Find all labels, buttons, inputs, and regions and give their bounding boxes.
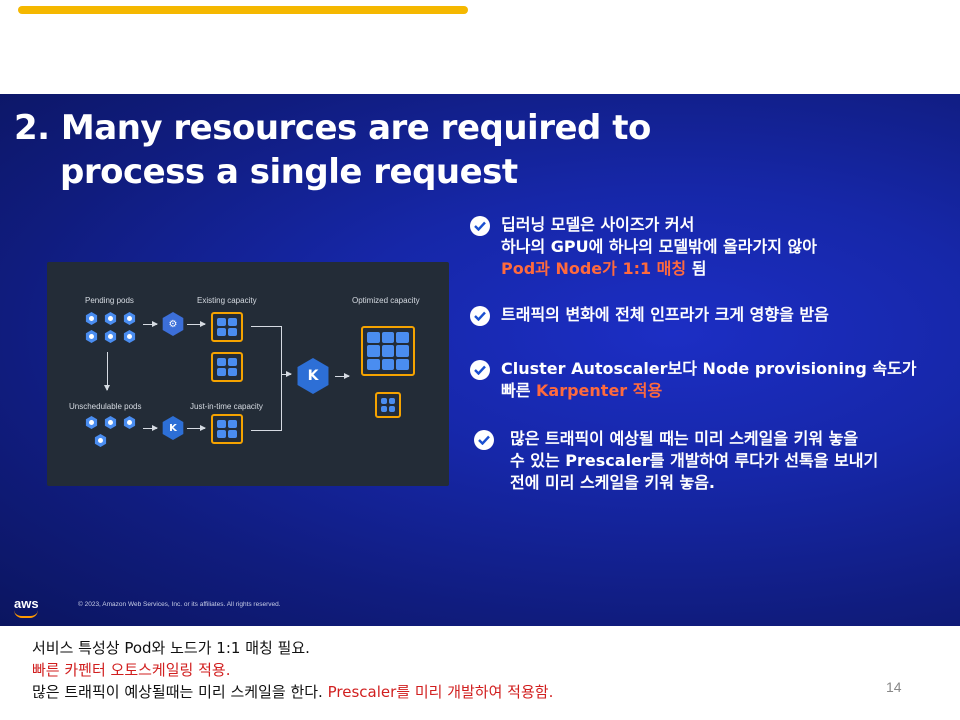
title-line-2: process a single request: [60, 152, 518, 192]
karpenter-small-icon: K: [162, 416, 184, 440]
connector-line: [281, 326, 282, 431]
scheduler-icon: ⚙: [162, 312, 184, 336]
pod-icon: [104, 312, 117, 325]
bullet-text: 전에 미리 스케일을 키워 놓음.: [510, 473, 715, 492]
note-line: 많은 트래픽이 예상될때는 미리 스케일을 한다. Prescaler를 미리 …: [32, 681, 553, 703]
speaker-notes: 서비스 특성상 Pod와 노드가 1:1 매칭 필요. 빠른 카펜터 오토스케일…: [32, 637, 553, 703]
note-text: 많은 트래픽이 예상될때는 미리 스케일을 한다.: [32, 683, 328, 701]
note-text-red: Prescaler를 미리 개발하여 적용함.: [327, 683, 554, 701]
karpenter-icon: K: [297, 358, 329, 394]
unschedulable-pods-label: Unschedulable pods: [69, 402, 142, 411]
check-circle-icon: [470, 216, 490, 236]
pod-icon: [85, 312, 98, 325]
bullet-text-pre: 빠른: [501, 381, 537, 400]
bullet-text: 하나의 GPU에 하나의 모델밖에 올라가지 않아: [501, 237, 817, 256]
existing-capacity-label: Existing capacity: [197, 296, 257, 305]
bullet-text: 수 있는 Prescaler를 개발하여 루다가 선톡을 보내기: [510, 451, 879, 470]
pod-icon: [85, 330, 98, 343]
copyright-text: © 2023, Amazon Web Services, Inc. or its…: [78, 601, 281, 608]
arrow-icon: [187, 321, 206, 327]
title-line-1: 2. Many resources are required to: [14, 108, 651, 148]
karpenter-diagram: Pending pods Existing capacity Optimized…: [47, 262, 449, 486]
bullet-text: 많은 트래픽이 예상될 때는 미리 스케일을 키워 놓을: [510, 429, 859, 448]
large-node-chip-icon: [361, 326, 415, 376]
page-number: 14: [886, 679, 902, 695]
bullet-text: Pod과 Node가 1:1 매칭 됨: [501, 258, 817, 280]
top-accent-bar: [18, 6, 468, 14]
pod-icon: [104, 416, 117, 429]
arrow-icon: [143, 425, 158, 431]
aws-logo: aws: [14, 596, 39, 611]
check-circle-icon: [470, 306, 490, 326]
optimized-capacity-label: Optimized capacity: [352, 296, 420, 305]
note-line: 서비스 특성상 Pod와 노드가 1:1 매칭 필요.: [32, 639, 310, 657]
bullet-text-rest: 됨: [686, 259, 707, 278]
bullet-text: 트래픽의 변화에 전체 인프라가 크게 영향을 받음: [501, 305, 829, 324]
highlight-text: Karpenter 적용: [536, 381, 663, 400]
pod-icon: [85, 416, 98, 429]
slide-title: 2. Many resources are required to proces…: [14, 106, 714, 194]
node-chip-icon: [211, 414, 243, 444]
small-node-chip-icon: [375, 392, 401, 418]
down-arrow-icon: [104, 352, 110, 391]
bullet-text: 빠른 Karpenter 적용: [501, 380, 917, 402]
node-chip-icon: [211, 352, 243, 382]
connector-line: [251, 430, 281, 431]
pod-icon: [123, 416, 136, 429]
node-chip-icon: [211, 312, 243, 342]
pending-pods-label: Pending pods: [85, 296, 134, 305]
arrow-icon: [187, 425, 206, 431]
arrow-icon: [281, 371, 292, 377]
bullet-text: 딥러닝 모델은 사이즈가 커서: [501, 215, 695, 234]
note-line-red: 빠른 카펜터 오토스케일링 적용.: [32, 661, 231, 679]
check-circle-icon: [474, 430, 494, 450]
bullet-text: Cluster Autoscaler보다 Node provisioning 속…: [501, 359, 917, 378]
pod-icon: [94, 434, 107, 447]
arrow-icon: [335, 373, 350, 379]
pod-icon: [123, 330, 136, 343]
check-circle-icon: [470, 360, 490, 380]
pod-icon: [104, 330, 117, 343]
highlight-text: Pod과 Node가 1:1 매칭: [501, 259, 687, 278]
just-in-time-capacity-label: Just-in-time capacity: [190, 402, 263, 411]
arrow-icon: [143, 321, 158, 327]
pod-icon: [123, 312, 136, 325]
connector-line: [251, 326, 281, 327]
slide-canvas: 2. Many resources are required to proces…: [0, 94, 960, 626]
aws-smile-icon: [14, 610, 38, 618]
